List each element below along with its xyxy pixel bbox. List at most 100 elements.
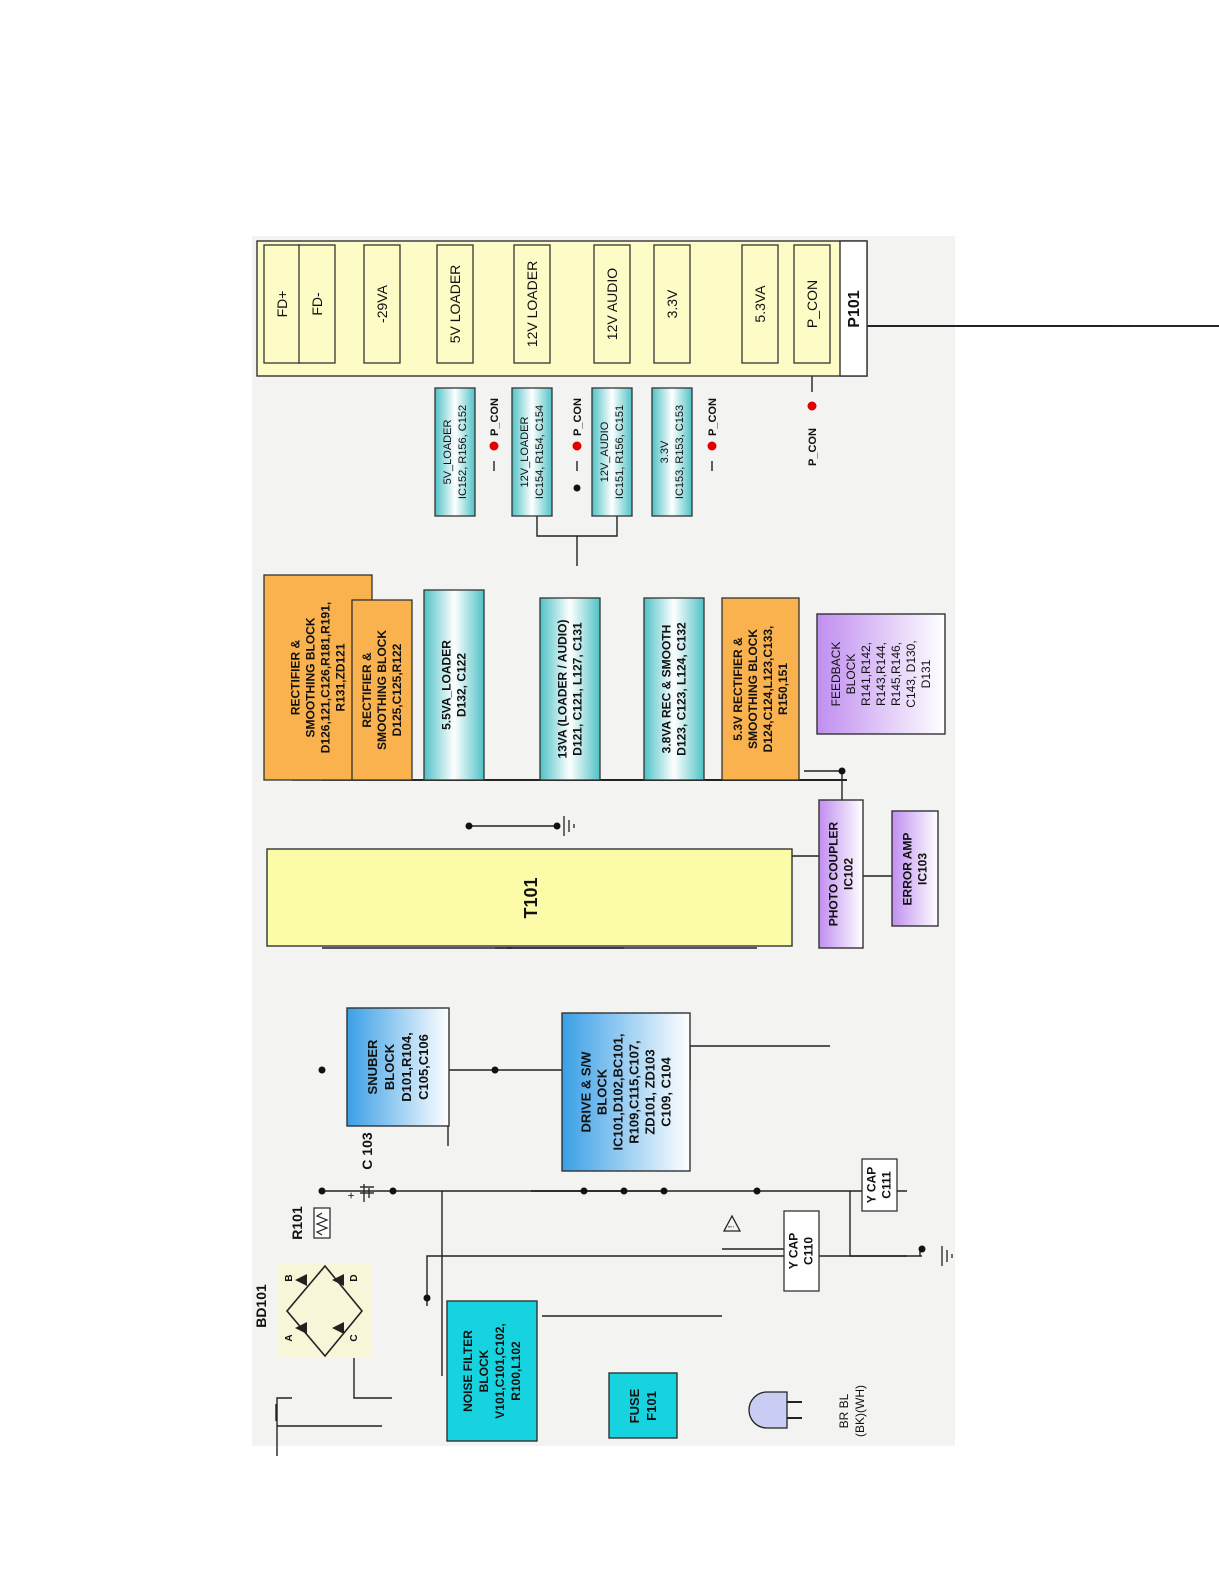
secondary-block-line: R150,151 <box>776 663 790 715</box>
secondary-block-line: RECTIFIER & <box>360 652 374 728</box>
connector-pin: FD+ <box>263 244 301 364</box>
regulator-parts: IC154, R154, C154 <box>534 405 546 499</box>
y-cap-c111-line: C111 <box>880 1171 894 1199</box>
connector-label: P101 <box>846 290 863 327</box>
secondary-block-line: 5.5VA_LOADER <box>440 640 454 730</box>
fuse-line: FUSE <box>627 1388 642 1423</box>
p-con-label: P_CON <box>707 398 719 436</box>
connector-pin: -29VA <box>363 244 401 364</box>
svg-text:!: ! <box>727 1226 736 1228</box>
secondary-block-line: D126,121,C126,R181,R191, <box>319 602 333 753</box>
fuse-line: F101 <box>644 1391 659 1421</box>
photo-coupler-line: PHOTO COUPLER <box>827 821 841 926</box>
noise-filter-line: BLOCK <box>477 1349 491 1392</box>
bridge-pin-label: B <box>284 1274 295 1281</box>
noise-filter-line: R100,L102 <box>509 1341 523 1401</box>
connector-pins: FD+ FD- -29VA 5V LOADER 12V LOADER 12V AUDIO 3… <box>263 244 831 364</box>
connector-pin-label: FD- <box>309 292 325 316</box>
error-amp-line: ERROR AMP <box>901 833 915 906</box>
secondary-block-line: SMOOTHING BLOCK <box>375 630 389 750</box>
regulator-parts: IC151, R156, C151 <box>614 405 626 499</box>
plug-label-line: BR BL <box>837 1393 851 1428</box>
secondary-block-line: SMOOTHING BLOCK <box>746 629 760 749</box>
snubber-line: C105,C106 <box>416 1034 431 1100</box>
diagram-background <box>252 236 955 1446</box>
bridge-pin-label: A <box>284 1334 295 1341</box>
plug-label-line: (BK)(WH) <box>853 1385 867 1437</box>
resistor-r101: R101 <box>289 1206 331 1240</box>
capacitor-c103: C 103 + <box>344 1132 375 1199</box>
secondary-block-line: R131,ZD121 <box>334 643 348 711</box>
feedback-line: R145,R146, <box>889 642 903 706</box>
y-cap-c110-line: C110 <box>802 1237 816 1265</box>
c103-label: C 103 <box>359 1132 375 1170</box>
secondary-block-line: SMOOTHING BLOCK <box>304 617 318 737</box>
secondary-block-line: D123, C123, L124, C132 <box>675 622 689 756</box>
p-con-label: P_CON <box>572 398 584 436</box>
connector-pin-label: P_CON <box>804 280 820 328</box>
connector-pin: FD- <box>298 244 336 364</box>
ac-plug-icon <box>748 1391 802 1429</box>
connector-pin-label: 5V LOADER <box>447 265 463 344</box>
regulator-title: 12V_AUDIO <box>599 421 611 482</box>
connector-pin-label: 12V LOADER <box>524 261 540 347</box>
feedback-line: D131 <box>919 659 933 688</box>
transformer-t101: T101 <box>266 848 793 947</box>
connector-pin: 5V LOADER <box>436 244 474 364</box>
connector-pin: 12V LOADER <box>513 244 551 364</box>
ground-icons <box>363 816 953 1266</box>
noise-filter-line: V101,C101,C102, <box>493 1323 507 1418</box>
regulator-title: 12V_LOADER <box>519 416 531 487</box>
connector-pin-label: 12V AUDIO <box>604 268 620 340</box>
y-cap-c111-line: Y CAP <box>865 1167 879 1203</box>
drive-line: R109,C115,C107, <box>627 1040 642 1143</box>
snubber-line: SNUBER <box>365 1039 380 1095</box>
drive-line: IC101,D102,BC101, <box>611 1033 626 1150</box>
feedback-line: FEEDBACK <box>829 642 843 707</box>
junction-dots <box>318 484 926 1302</box>
connector-p101: P101 <box>256 240 868 377</box>
connector-pin: 3.3V <box>653 244 691 364</box>
p-con-label: P_CON <box>807 428 819 466</box>
photo-coupler-line: IC102 <box>842 858 856 890</box>
noise-filter-line: NOISE FILTER <box>461 1330 475 1412</box>
drive-line: BLOCK <box>595 1068 610 1115</box>
secondary-block-line: D121, C121, L127, C131 <box>571 622 585 756</box>
snubber-line: BLOCK <box>382 1043 397 1090</box>
y-cap-c110-line: Y CAP <box>787 1233 801 1269</box>
feedback-line: BLOCK <box>844 654 858 695</box>
regulator-title: 3.3V <box>659 440 671 463</box>
feedback-line: R141,R142, <box>859 642 873 706</box>
p-con-markers: P_CON P_CON P_CON P_CON <box>489 398 819 466</box>
snubber-line: D101,R104, <box>399 1032 414 1101</box>
secondary-block: 13VA (LOADER / AUDIO)D121, C121, L127, C… <box>539 597 601 781</box>
connector-pin: P_CON <box>793 244 831 364</box>
error-amp-line: IC103 <box>916 853 930 885</box>
regulator-parts: IC152, R156, C152 <box>457 405 469 499</box>
drive-line: C109, C104 <box>659 1057 674 1127</box>
p-con-label: P_CON <box>489 398 501 436</box>
drive-line: ZD101, ZD103 <box>643 1049 658 1134</box>
connector-pin: 5.3VA <box>741 244 779 364</box>
transformer-label: T101 <box>521 877 541 918</box>
feedback-line: R143,R144, <box>874 642 888 706</box>
p-con-marker: P_CON <box>707 398 719 451</box>
p-con-marker: P_CON <box>489 398 501 451</box>
connector-pin-label: FD+ <box>274 291 290 318</box>
